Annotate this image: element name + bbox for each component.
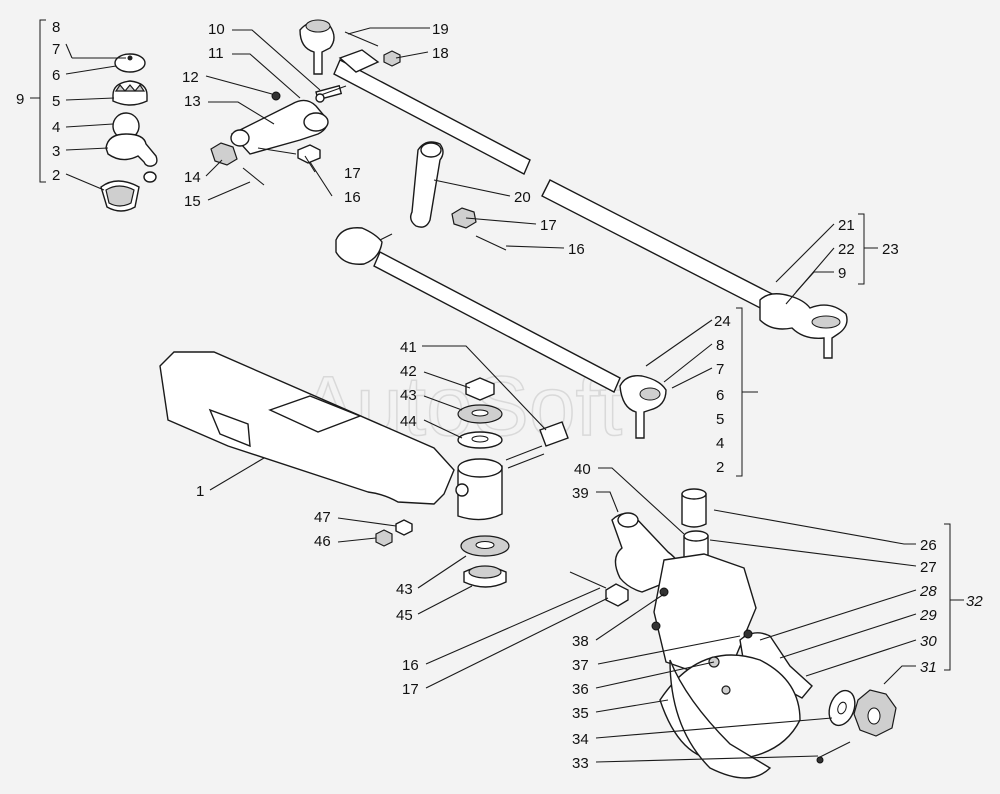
callout-label: 8 [716, 337, 724, 354]
callout-label: 11 [208, 45, 224, 62]
callout-label: 19 [432, 21, 449, 38]
callout-label: 40 [574, 461, 591, 478]
callout-label: 42 [400, 363, 417, 380]
callout-labels: 8 7 6 5 4 3 2 9 10 11 12 13 14 15 16 17 … [16, 19, 983, 772]
callout-label: 22 [838, 241, 855, 258]
callout-label: 8 [52, 19, 60, 36]
callout-label: 17 [402, 681, 419, 698]
callout-label: 41 [400, 339, 417, 356]
callout-label: 2 [716, 459, 724, 476]
callout-label: 5 [52, 93, 60, 110]
leader-lines [30, 19, 964, 763]
callout-label: 13 [184, 93, 201, 110]
callout-label: 18 [432, 45, 449, 62]
idler-arm [409, 141, 507, 251]
callout-label: 47 [314, 509, 331, 526]
callout-label: 14 [184, 169, 201, 186]
callout-label: 15 [184, 193, 201, 210]
parts-drawings [100, 19, 897, 779]
short-tie-rod [335, 227, 667, 439]
callout-label: 30 [920, 633, 937, 650]
callout-label: 36 [572, 681, 589, 698]
callout-label: 5 [716, 411, 724, 428]
callout-label: 6 [716, 387, 724, 404]
callout-label: 24 [714, 313, 731, 330]
callout-label: 4 [52, 119, 60, 136]
callout-label: 1 [196, 483, 204, 500]
callout-label: 12 [182, 69, 199, 86]
callout-label: 20 [514, 189, 531, 206]
callout-label: 16 [568, 241, 585, 258]
callout-label: 21 [838, 217, 855, 234]
callout-label: 37 [572, 657, 589, 674]
long-tie-rod [299, 19, 848, 359]
callout-label: 34 [572, 731, 589, 748]
callout-label: 28 [919, 583, 937, 600]
callout-label: 3 [52, 143, 60, 160]
callout-label: 32 [966, 593, 983, 610]
front-axle-frame [159, 351, 503, 521]
kingpin-bolt [505, 421, 569, 469]
callout-label: 29 [919, 607, 937, 624]
callout-label: 27 [920, 559, 937, 576]
callout-label: 17 [540, 217, 557, 234]
arm-assembly [210, 84, 343, 186]
nuts-46-47 [375, 519, 413, 547]
steering-knuckle [569, 488, 897, 779]
callout-label: 9 [16, 91, 24, 108]
callout-label: 43 [396, 581, 413, 598]
callout-label: 10 [208, 21, 225, 38]
washer-stack-upper [457, 377, 503, 449]
callout-label: 43 [400, 387, 417, 404]
washer-stack-lower [460, 535, 510, 588]
callout-label: 9 [838, 265, 846, 282]
callout-label: 2 [52, 167, 60, 184]
callout-label: 4 [716, 435, 724, 452]
callout-label: 31 [920, 659, 937, 676]
callout-label: 46 [314, 533, 331, 550]
callout-label: 17 [344, 165, 361, 182]
callout-label: 6 [52, 67, 60, 84]
callout-label: 44 [400, 413, 417, 430]
callout-label: 35 [572, 705, 589, 722]
callout-label: 16 [344, 189, 361, 206]
ball-joint-exploded [100, 53, 158, 212]
callout-label: 7 [716, 361, 724, 378]
callout-label: 7 [52, 41, 60, 58]
callout-label: 45 [396, 607, 413, 624]
callout-label: 33 [572, 755, 589, 772]
callout-label: 38 [572, 633, 589, 650]
callout-label: 26 [920, 537, 937, 554]
callout-label: 23 [882, 241, 899, 258]
callout-label: 39 [572, 485, 589, 502]
callout-label: 16 [402, 657, 419, 674]
